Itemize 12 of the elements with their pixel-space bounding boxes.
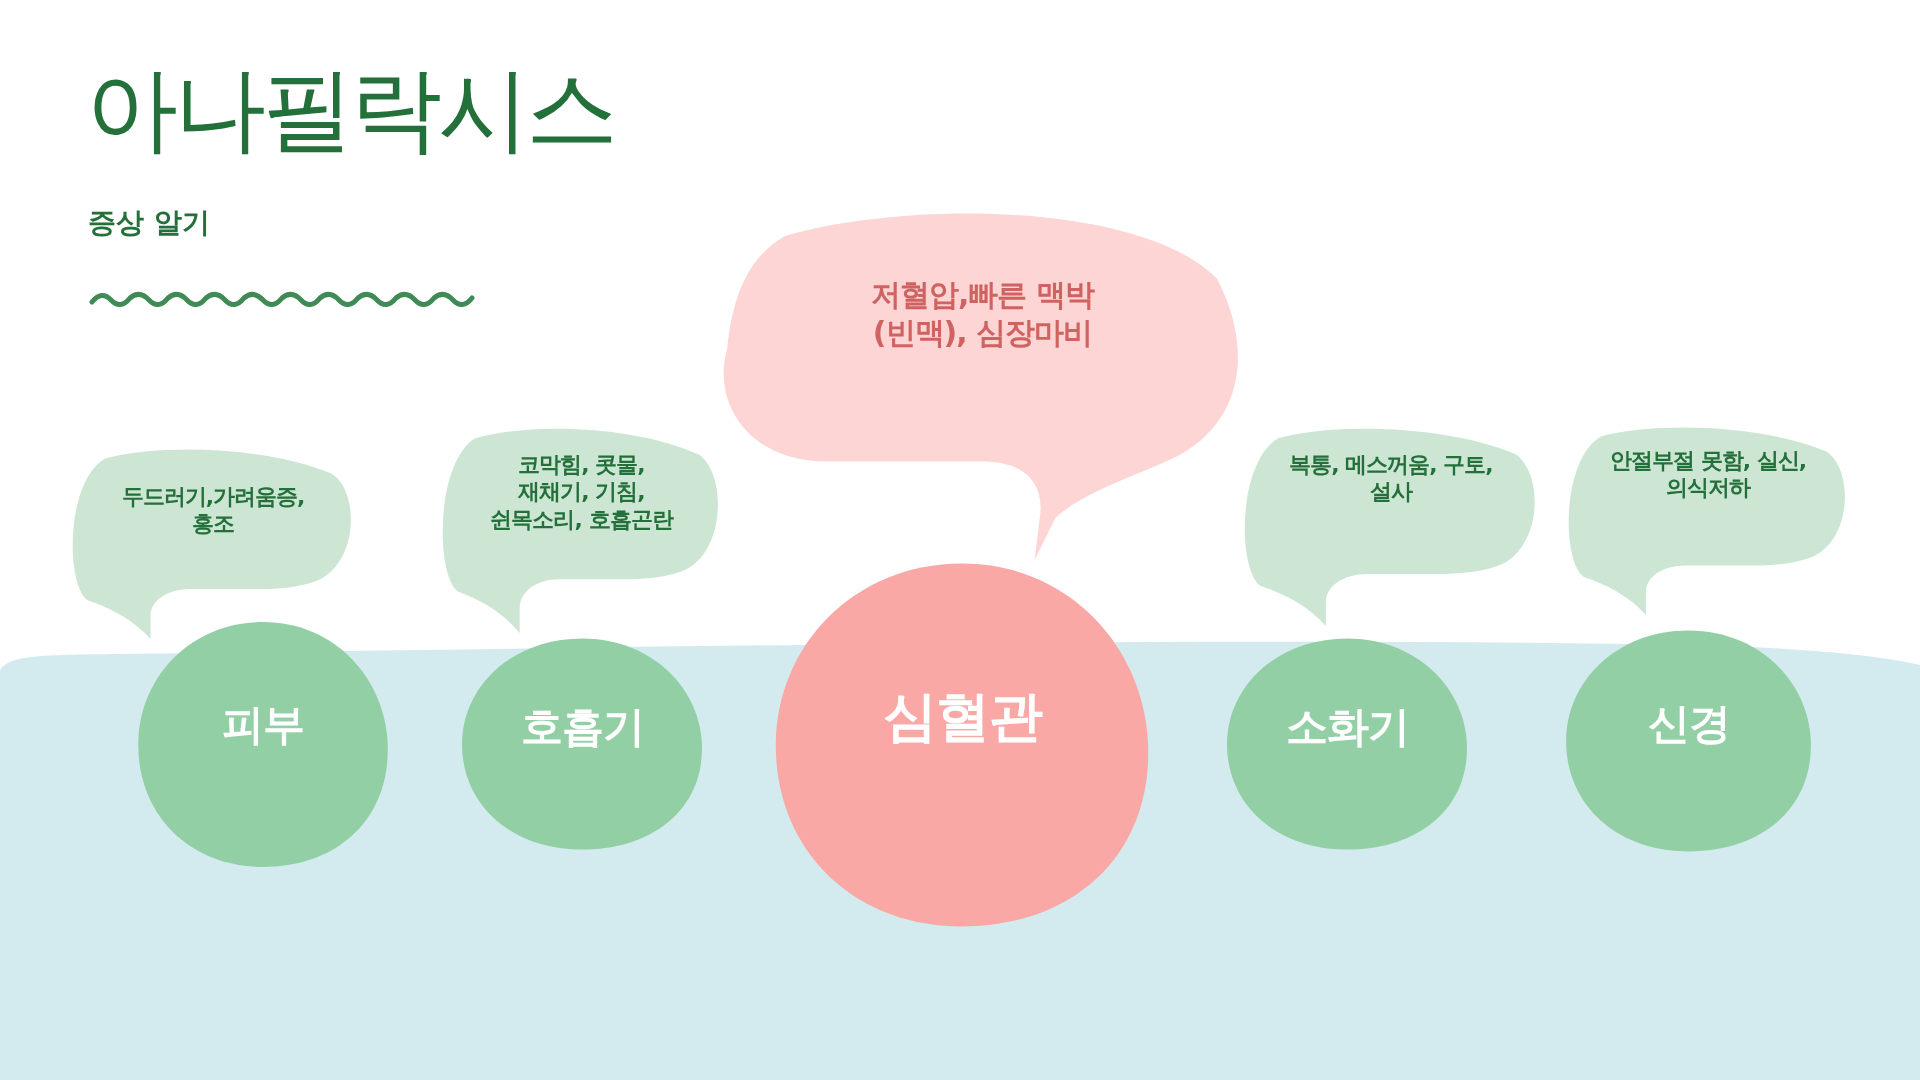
organ-label: 피부	[222, 699, 304, 752]
organ-label: 호흡기	[520, 701, 644, 754]
organ-label: 소화기	[1285, 701, 1409, 754]
symptom-text: 복통, 메스꺼움, 구토, 설사	[1288, 450, 1494, 506]
title: 아나필락시스	[86, 55, 614, 165]
subtitle: 증상 알기	[88, 205, 210, 241]
organ-label: 심혈관	[882, 683, 1042, 750]
symptom-text: 저혈압,빠른 맥박(빈맥), 심장마비	[870, 276, 1096, 352]
symptom-text: 코막힘, 콧물, 재채기, 기침, 쉰목소리, 호흡곤란	[489, 450, 675, 534]
symptom-text: 두드러기,가려움증, 홍조	[120, 482, 306, 538]
symptom-text: 안절부절 못함, 실신, 의식저하	[1608, 446, 1807, 502]
organ-label: 신경	[1647, 697, 1730, 750]
